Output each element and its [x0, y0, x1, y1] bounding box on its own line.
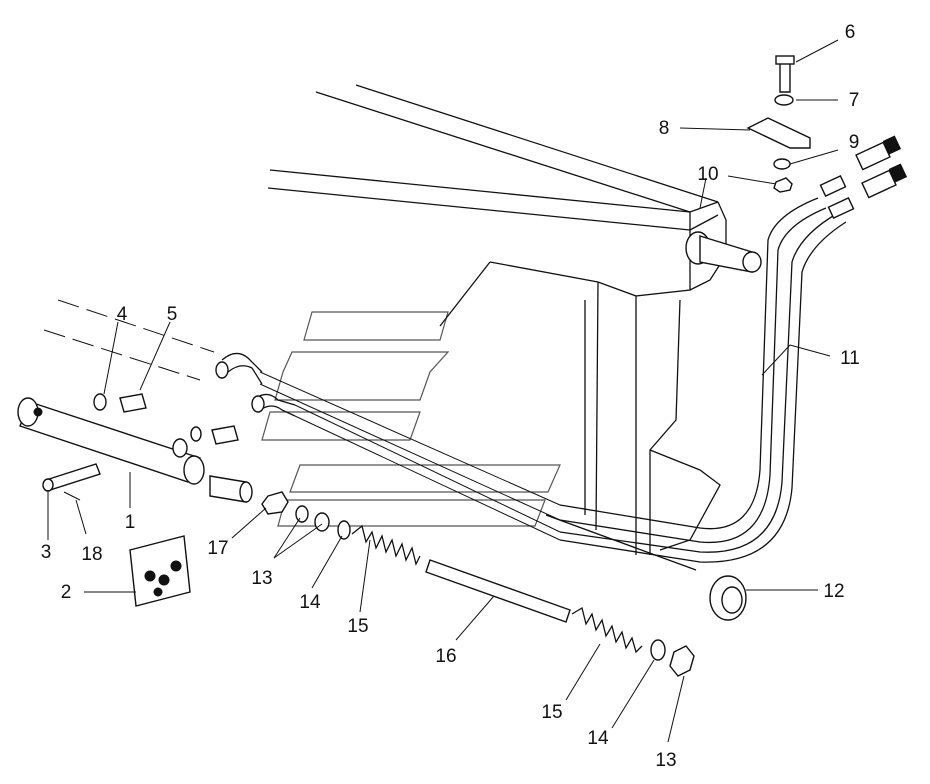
callout-3: 3 [41, 542, 52, 563]
callout-13-right: 13 [655, 750, 676, 771]
callout-4: 4 [117, 304, 128, 325]
callout-17: 17 [207, 538, 228, 559]
callout-14-right: 14 [587, 728, 609, 749]
watermark-logo [261, 311, 561, 527]
callout-15-left: 15 [347, 616, 368, 637]
callout-2: 2 [61, 582, 72, 603]
cylinder-assembly [17, 55, 811, 677]
callout-12: 12 [823, 581, 844, 602]
callout-16: 16 [435, 646, 456, 667]
callout-15-right: 15 [541, 702, 562, 723]
callout-18: 18 [81, 544, 102, 565]
callout-14-left: 14 [299, 592, 321, 613]
callout-11: 11 [840, 348, 860, 369]
callout-5: 5 [167, 304, 178, 325]
hydraulic-hoses [221, 135, 908, 563]
frame-beam [267, 84, 762, 571]
callout-labels: 1 2 3 4 5 6 7 8 9 10 11 12 13 13 14 14 1… [41, 22, 860, 771]
callout-7: 7 [849, 90, 860, 111]
callout-10: 10 [697, 164, 718, 185]
callout-9: 9 [849, 132, 860, 153]
callout-6: 6 [845, 22, 856, 43]
callout-8: 8 [659, 118, 670, 139]
leader-lines [47, 39, 839, 743]
callout-1: 1 [125, 512, 136, 533]
callout-13-left: 13 [251, 568, 272, 589]
